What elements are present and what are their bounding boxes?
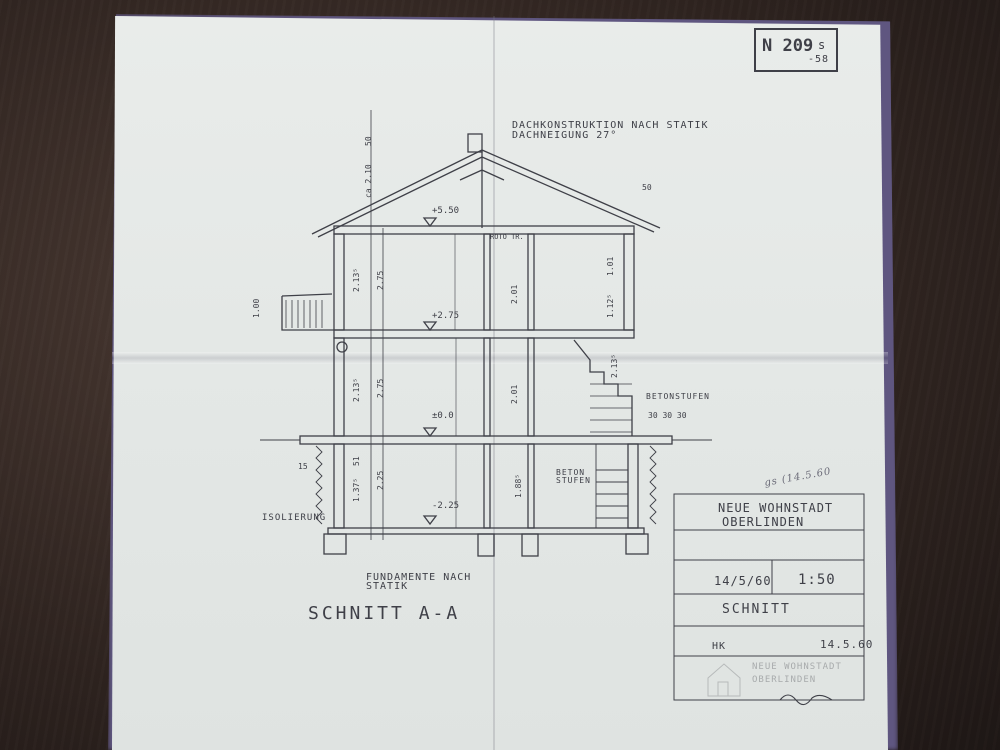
- dim-basement-total: 2.25: [376, 470, 385, 490]
- label-betonstufen-lower-1: BETON: [556, 468, 586, 477]
- dim-lines: [370, 110, 384, 540]
- level-basement: -2.25: [432, 501, 460, 511]
- title-block-grid: [673, 493, 865, 701]
- drawing-number-sub: -58: [808, 54, 830, 65]
- first-slab: [333, 329, 635, 339]
- dim-ridge-height: ca 2.10: [364, 164, 373, 198]
- title-block-scale: 1:50: [798, 572, 836, 588]
- label-betonstufen-upper: BETONSTUFEN: [646, 392, 710, 401]
- dim-ridge-top: 50: [364, 136, 373, 146]
- dim-ground-total: 2.75: [376, 378, 385, 398]
- label-fundamente-2: STATIK: [366, 581, 409, 592]
- dim-step-widths: 30 30 30: [648, 411, 687, 420]
- basement-mid-wall2: [527, 443, 535, 529]
- label-isolierung: ISOLIERUNG: [262, 513, 327, 523]
- blueprint-sheet: [112, 16, 888, 750]
- dim-ground-clear: 2.13⁵: [352, 377, 361, 402]
- drawing-number-suffix: s: [818, 38, 827, 52]
- upper-slab: [333, 225, 635, 235]
- vertical-fold: [493, 16, 495, 750]
- chimney: [467, 133, 483, 153]
- title-block-initials: HK: [712, 641, 727, 652]
- dim-eave-step: 50: [642, 183, 652, 192]
- label-roto: ROTO TR.: [490, 233, 524, 241]
- level-markers: [422, 217, 438, 526]
- footing-mid2: [521, 533, 539, 557]
- roof-truss: [459, 150, 505, 228]
- stamp-line-2: OBERLINDEN: [752, 675, 817, 685]
- upper-mid-wall1: [483, 233, 491, 331]
- dim-basement-top: 51: [352, 456, 361, 466]
- title-block-project-1: NEUE WOHNSTADT: [718, 501, 834, 515]
- title-block-project-2: OBERLINDEN: [722, 515, 805, 529]
- drawing-number-box: [754, 28, 838, 72]
- stamp-house-icon: [707, 663, 741, 697]
- stamp-line-1: NEUE WOHNSTADT: [752, 662, 842, 672]
- upper-right-wall: [623, 233, 635, 331]
- horizontal-fold: [112, 352, 888, 364]
- dim-basement-door: 1.88⁵: [514, 473, 523, 498]
- level-first: +2.75: [432, 311, 460, 321]
- ground-left-wall: [333, 337, 345, 437]
- label-fundamente-1: FUNDAMENTE NACH: [366, 572, 472, 583]
- stair-basement: [595, 444, 628, 528]
- dim-upper-right-top: 1.01: [606, 256, 615, 276]
- level-ground: ±0.0: [432, 411, 454, 421]
- ground-mid-wall2: [527, 337, 535, 437]
- upper-mid-wall2: [527, 233, 535, 331]
- insulation-left: [315, 445, 323, 525]
- dim-upper-right-bottom: 1.12⁵: [606, 293, 615, 318]
- basement-right-wall: [627, 443, 639, 529]
- footing-left: [323, 533, 347, 555]
- dim-upper-total: 2.75: [376, 270, 385, 290]
- title-block-date: 14/5/60: [714, 574, 772, 588]
- title-block-date-2: 14.5.60: [820, 638, 874, 651]
- dim-stair-rise: 2.13⁵: [610, 353, 619, 378]
- upper-left-wall: [333, 233, 345, 331]
- basement-slab: [327, 527, 645, 535]
- roof-note-1: DACHKONSTRUKTION NACH STATIK: [512, 120, 709, 131]
- drawing-number: N 209: [762, 36, 814, 56]
- dim-balcony: 1.00: [252, 298, 261, 318]
- stair-upper: [573, 339, 633, 436]
- basement-mid-wall1: [483, 443, 491, 529]
- dim-ground-door: 2.01: [510, 384, 519, 404]
- section-marker: [336, 341, 348, 353]
- basement-left-wall: [333, 443, 345, 529]
- footing-mid1: [477, 533, 495, 557]
- insulation-right: [649, 445, 657, 525]
- title-block-sheet-type: SCHNITT: [722, 602, 791, 617]
- ground-slab: [299, 435, 673, 445]
- section-title: SCHNITT A-A: [308, 603, 461, 624]
- footing-right: [625, 533, 649, 555]
- dim-basement-clear: 1.37⁵: [352, 477, 361, 502]
- label-betonstufen-lower-2: STUFEN: [556, 476, 591, 485]
- ground-mid-wall1: [483, 337, 491, 437]
- balcony: [281, 293, 334, 331]
- level-upper: +5.50: [432, 206, 460, 216]
- roof-note-2: DACHNEIGUNG 27°: [512, 130, 618, 141]
- dim-footing: 15: [298, 462, 308, 471]
- dim-upper-clear: 2.13⁵: [352, 267, 361, 292]
- signature: [779, 694, 833, 706]
- dim-upper-door: 2.01: [510, 284, 519, 304]
